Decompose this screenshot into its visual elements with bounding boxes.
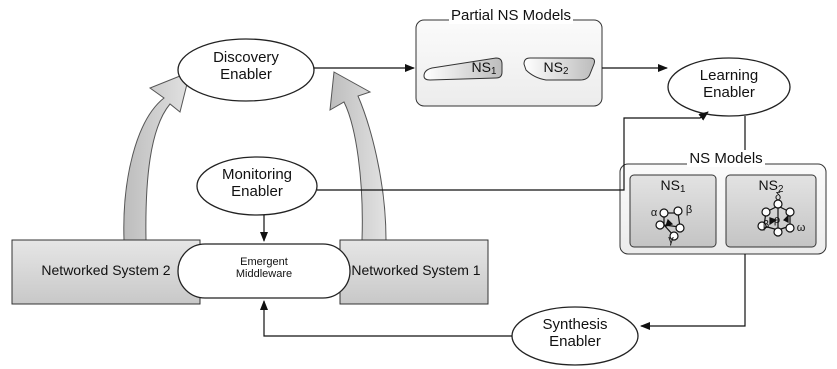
ns1-automaton: [655, 206, 685, 241]
ns2-greek-delta: δ: [774, 191, 782, 203]
arrow-synthesis-to-middleware: [260, 300, 512, 337]
learning-enabler-node: [667, 57, 791, 117]
ns1-box: [339, 239, 489, 305]
ns2-box-label: Networked System 2: [41, 262, 171, 278]
ns2-automaton: [757, 199, 795, 237]
partial-model-ns2-label: NS2: [543, 59, 569, 77]
ns1-greek-gamma: γ: [668, 234, 674, 246]
synthesis-enabler-label: Synthesis Enabler: [542, 316, 608, 350]
arrow-nsmodels-to-synthesis: [640, 254, 746, 330]
ns2-greek-rho: ρ: [773, 214, 781, 226]
connectors: [260, 64, 749, 337]
ns-model-ns1-box: [629, 174, 717, 248]
partial-model-ns2-shape: [523, 57, 595, 81]
arrow-monitoring-to-learning: [317, 111, 709, 191]
ns1-greek-beta: β: [685, 204, 693, 216]
big-arrow-left: [123, 71, 191, 241]
monitoring-enabler-node: [196, 156, 318, 216]
ns-models-title: NS Models: [687, 150, 765, 167]
learning-enabler-label: Learning Enabler: [699, 67, 759, 101]
middleware-pill: [177, 243, 351, 299]
ns1-box-label: Networked System 1: [351, 262, 481, 278]
ns2-greek-omega: ω: [796, 222, 806, 234]
ns1-greek-alpha: α: [650, 207, 658, 219]
partial-model-ns1-label: NS1: [471, 59, 497, 77]
discovery-enabler-label: Discovery Enabler: [213, 49, 279, 83]
partial-model-ns1-shape: [423, 57, 503, 81]
middleware-label: Emergent Middleware: [235, 256, 293, 281]
partial-models-title: Partial NS Models: [448, 7, 574, 24]
big-arrow-right: [329, 71, 387, 241]
discovery-enabler-node: [177, 38, 315, 102]
ns-model-ns1-label: NS1: [660, 177, 686, 195]
ns2-greek-beta: β: [762, 219, 770, 231]
monitoring-enabler-label: Monitoring Enabler: [221, 166, 293, 200]
ns2-box: [11, 239, 201, 305]
ns-model-ns2-label: NS2: [758, 177, 784, 195]
